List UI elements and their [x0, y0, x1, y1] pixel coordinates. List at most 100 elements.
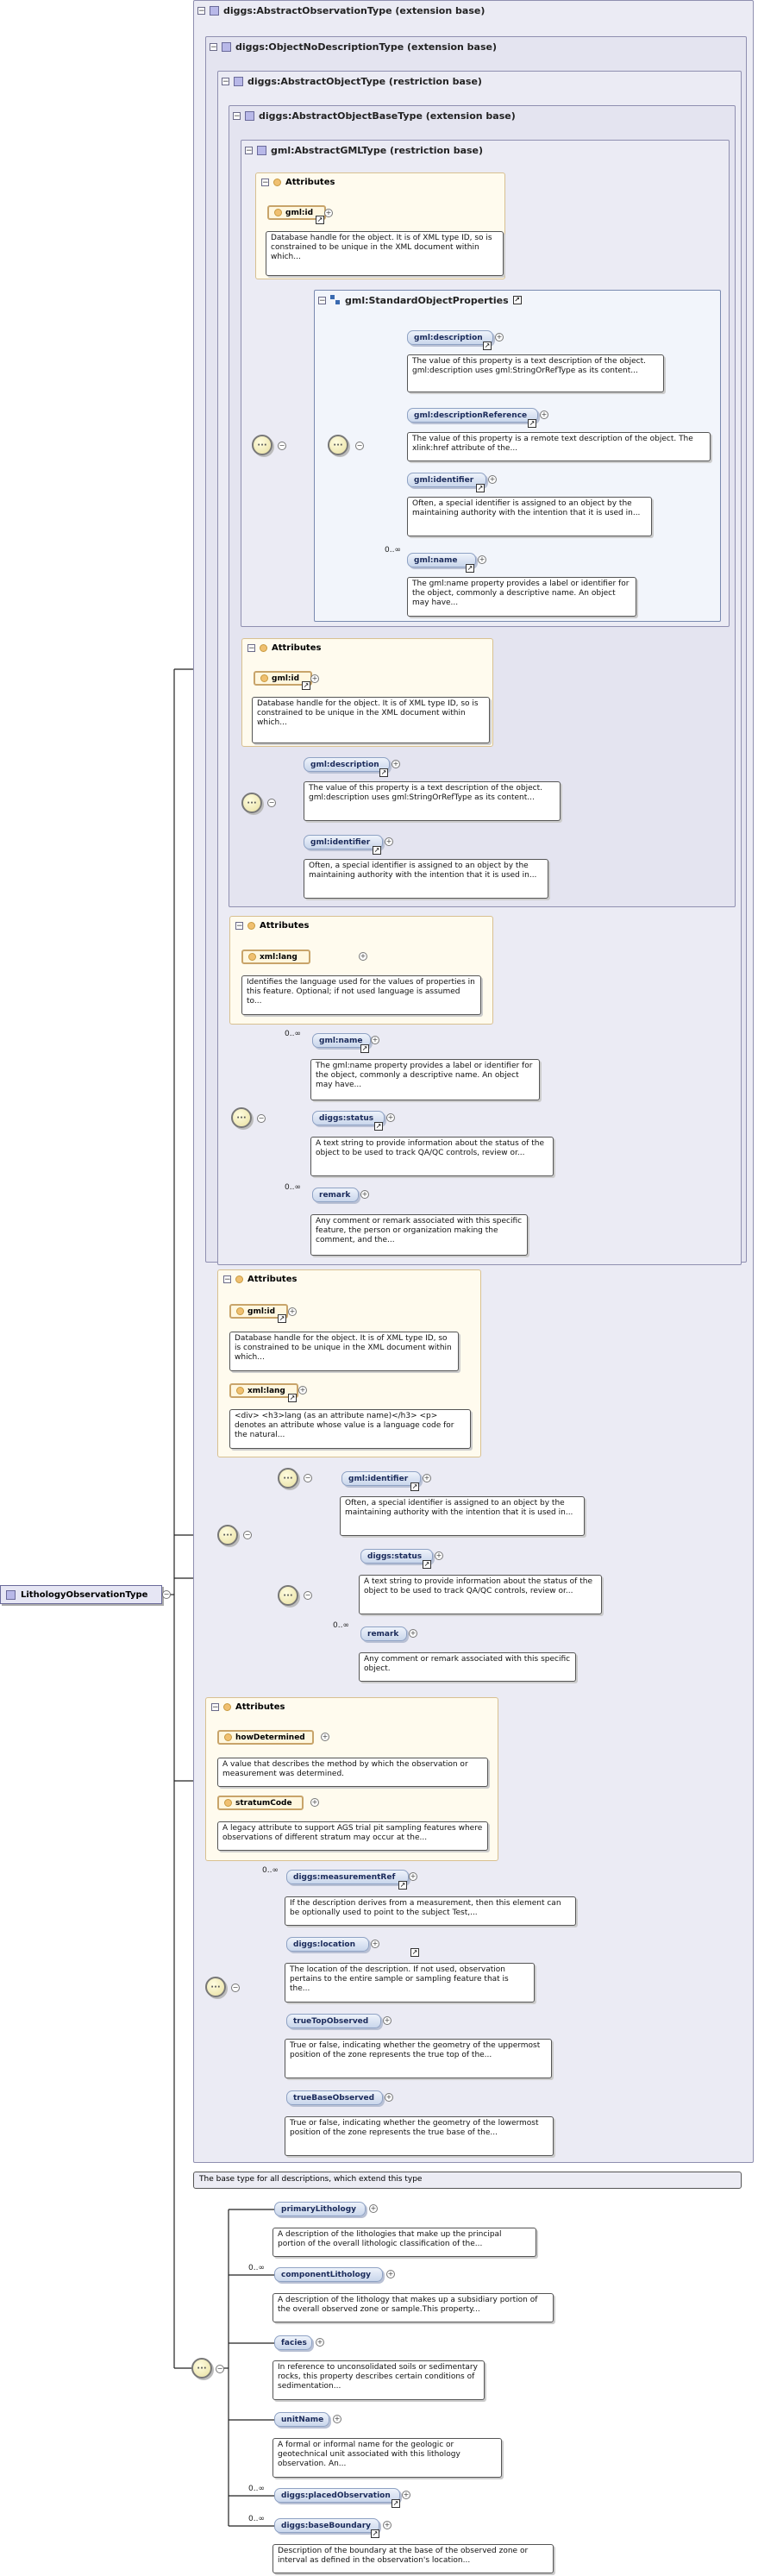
expand-icon[interactable]: +: [369, 2204, 378, 2213]
collapse-icon[interactable]: −: [235, 922, 243, 931]
collapse-icon[interactable]: −: [318, 296, 326, 305]
expand-icon[interactable]: +: [310, 1798, 319, 1807]
collapse-icon[interactable]: −: [278, 442, 286, 450]
attribute-xml-lang[interactable]: xml:lang: [229, 1383, 298, 1398]
element-gml-identifier[interactable]: gml:identifier: [407, 473, 486, 487]
expand-icon[interactable]: +: [288, 1307, 297, 1316]
collapse-icon[interactable]: −: [267, 799, 276, 807]
link-icon[interactable]: ↗: [466, 564, 474, 573]
collapse-icon[interactable]: −: [197, 6, 205, 16]
element-remark[interactable]: remark: [360, 1626, 407, 1641]
expand-icon[interactable]: +: [423, 1474, 431, 1482]
link-icon[interactable]: ↗: [483, 342, 492, 350]
expand-icon[interactable]: +: [540, 411, 548, 419]
collapse-icon[interactable]: −: [304, 1591, 312, 1600]
collapse-icon[interactable]: −: [210, 42, 217, 52]
element-diggs-measurement-ref[interactable]: diggs:measurementRef: [286, 1870, 409, 1884]
collapse-icon[interactable]: −: [222, 77, 229, 86]
link-icon[interactable]: ↗: [528, 419, 536, 428]
expand-icon[interactable]: +: [360, 1190, 369, 1199]
link-icon[interactable]: ↗: [373, 846, 381, 855]
expand-icon[interactable]: +: [409, 1872, 417, 1881]
attribute-gml-id[interactable]: gml:id: [229, 1304, 288, 1319]
expand-icon[interactable]: +: [402, 2491, 410, 2499]
collapse-icon[interactable]: −: [355, 442, 364, 450]
link-icon[interactable]: ↗: [398, 1881, 407, 1890]
expand-icon[interactable]: +: [371, 1036, 379, 1044]
collapse-icon[interactable]: −: [162, 1590, 171, 1599]
link-icon[interactable]: ↗: [288, 1394, 297, 1402]
expand-icon[interactable]: +: [409, 1629, 417, 1638]
link-icon[interactable]: ↗: [316, 216, 324, 224]
link-icon[interactable]: ↗: [379, 768, 388, 777]
element-gml-name[interactable]: gml:name: [407, 553, 476, 567]
link-icon[interactable]: ↗: [278, 1314, 286, 1323]
expand-icon[interactable]: +: [298, 1386, 307, 1395]
expand-icon[interactable]: +: [386, 1113, 395, 1122]
link-icon[interactable]: ↗: [392, 2499, 400, 2508]
expand-icon[interactable]: +: [359, 952, 367, 961]
element-gml-description[interactable]: gml:description: [304, 757, 390, 772]
expand-icon[interactable]: +: [495, 333, 504, 342]
root-type-lithology-observation[interactable]: LithologyObservationType: [0, 1585, 162, 1604]
link-icon[interactable]: ↗: [302, 681, 310, 690]
element-unit-name[interactable]: unitName: [274, 2412, 329, 2427]
collapse-icon[interactable]: −: [257, 1114, 266, 1123]
link-icon[interactable]: ↗: [512, 296, 522, 304]
element-gml-name[interactable]: gml:name: [312, 1033, 371, 1048]
link-icon[interactable]: ↗: [410, 1482, 419, 1491]
element-component-lithology[interactable]: componentLithology: [274, 2267, 383, 2282]
attribute-xml-lang[interactable]: xml:lang: [241, 950, 310, 964]
expand-icon[interactable]: +: [386, 2270, 395, 2278]
element-diggs-status[interactable]: diggs:status: [360, 1549, 433, 1564]
element-diggs-base-boundary[interactable]: diggs:baseBoundary: [274, 2518, 379, 2533]
expand-icon[interactable]: +: [435, 1551, 443, 1560]
attribute-gml-id[interactable]: gml:id: [254, 671, 312, 686]
link-icon[interactable]: ↗: [423, 1560, 431, 1569]
expand-icon[interactable]: +: [371, 1940, 379, 1948]
expand-icon[interactable]: +: [316, 2338, 324, 2347]
collapse-icon[interactable]: −: [216, 2365, 224, 2373]
expand-icon[interactable]: +: [310, 674, 319, 683]
attribute-how-determined[interactable]: howDetermined: [217, 1730, 314, 1745]
element-true-top-observed[interactable]: trueTopObserved: [286, 2014, 381, 2028]
expand-icon[interactable]: +: [383, 2016, 392, 2025]
expand-icon[interactable]: +: [324, 209, 333, 217]
collapse-icon[interactable]: −: [231, 1984, 240, 1992]
attribute-stratum-code[interactable]: stratumCode: [217, 1796, 304, 1810]
collapse-icon[interactable]: −: [243, 1531, 252, 1539]
collapse-icon[interactable]: −: [223, 1275, 231, 1284]
expand-icon[interactable]: +: [383, 2521, 392, 2529]
expand-icon[interactable]: +: [392, 760, 400, 768]
expand-icon[interactable]: +: [333, 2415, 341, 2423]
collapse-icon[interactable]: −: [211, 1703, 219, 1712]
expand-icon[interactable]: +: [321, 1733, 329, 1741]
element-remark[interactable]: remark: [312, 1188, 359, 1202]
link-icon[interactable]: ↗: [374, 1122, 383, 1131]
element-primary-lithology[interactable]: primaryLithology: [274, 2202, 366, 2216]
element-diggs-location[interactable]: diggs:location: [286, 1937, 369, 1952]
link-icon[interactable]: ↗: [410, 1948, 419, 1957]
expand-icon[interactable]: +: [385, 837, 393, 846]
collapse-icon[interactable]: −: [233, 111, 241, 121]
link-icon[interactable]: ↗: [371, 2529, 379, 2538]
collapse-icon[interactable]: −: [245, 146, 253, 155]
element-gml-description[interactable]: gml:description: [407, 330, 493, 345]
link-icon[interactable]: ↗: [360, 1044, 369, 1053]
link-icon[interactable]: ↗: [476, 484, 485, 492]
element-true-base-observed[interactable]: trueBaseObserved: [286, 2090, 383, 2105]
expand-icon[interactable]: +: [488, 475, 497, 484]
expand-icon[interactable]: +: [478, 555, 486, 564]
attribute-gml-id[interactable]: gml:id: [267, 205, 326, 220]
collapse-icon[interactable]: −: [261, 179, 269, 187]
element-facies[interactable]: facies: [274, 2335, 312, 2350]
element-gml-description-reference[interactable]: gml:descriptionReference: [407, 408, 538, 423]
element-diggs-status[interactable]: diggs:status: [312, 1111, 385, 1125]
element-gml-identifier[interactable]: gml:identifier: [341, 1471, 421, 1486]
collapse-icon[interactable]: −: [304, 1474, 312, 1482]
collapse-icon[interactable]: −: [247, 644, 255, 653]
description-box: Database handle for the object. It is of…: [266, 231, 504, 276]
expand-icon[interactable]: +: [385, 2093, 393, 2102]
element-gml-identifier[interactable]: gml:identifier: [304, 835, 383, 849]
element-diggs-placed-observation[interactable]: diggs:placedObservation: [274, 2488, 400, 2503]
